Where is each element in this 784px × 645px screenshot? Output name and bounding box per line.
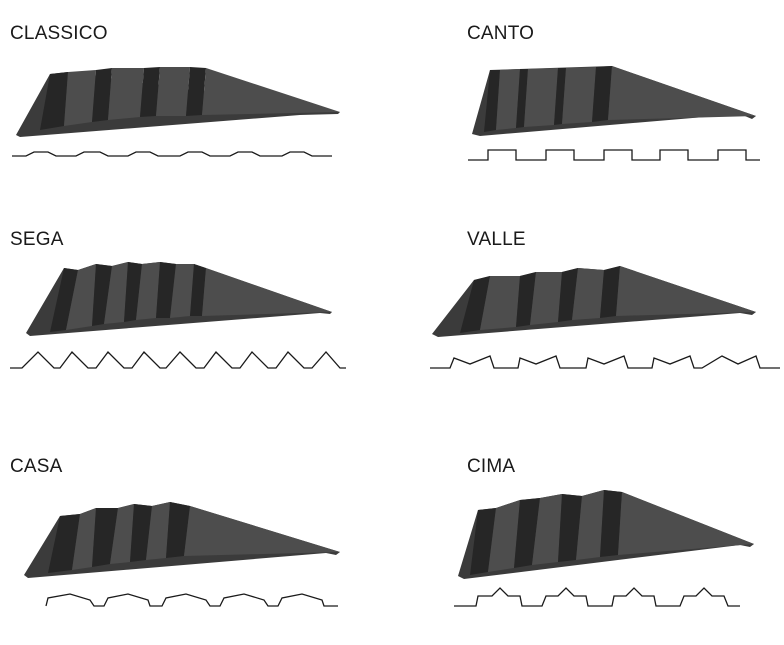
profile-title: CLASSICO (10, 23, 108, 44)
profile-title: SEGA (10, 229, 64, 250)
profile-title: VALLE (467, 229, 526, 250)
profile-title: CIMA (467, 456, 516, 477)
profile-title: CANTO (467, 23, 535, 44)
profile-title: CASA (10, 456, 63, 477)
